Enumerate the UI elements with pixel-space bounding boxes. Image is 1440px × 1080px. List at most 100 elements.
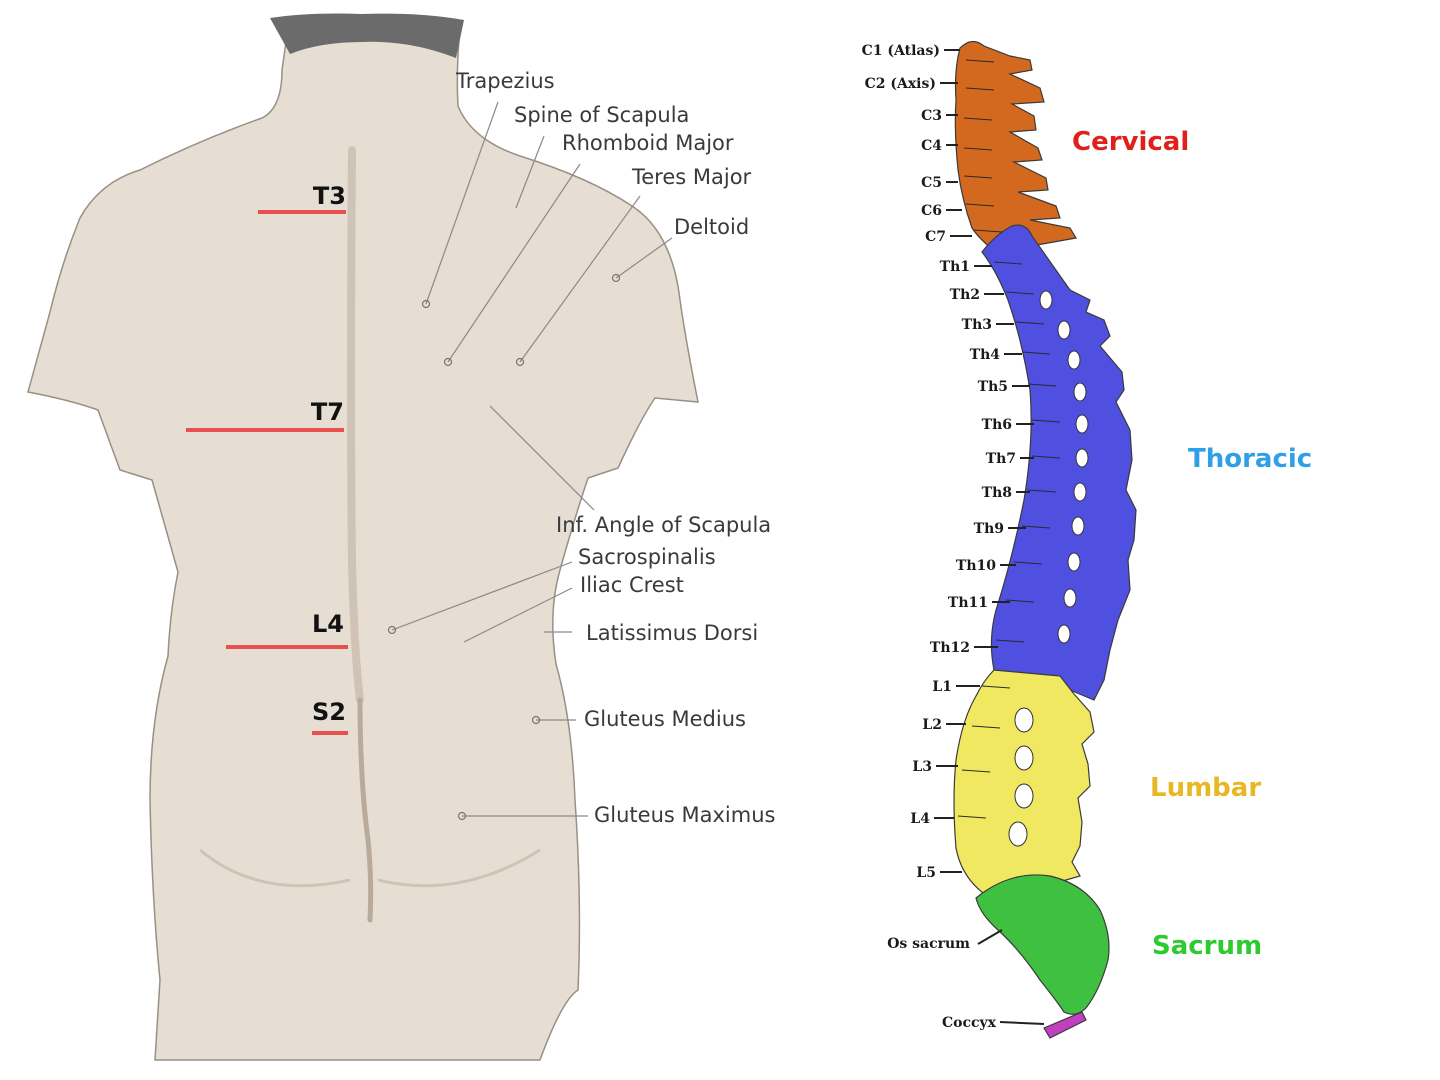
- vertebra-label-l5: L5: [916, 865, 936, 881]
- leader-dot-trapezius: [421, 299, 431, 309]
- vertebra-label-l3: L3: [912, 759, 932, 775]
- vertebra-label-c3: C3: [921, 108, 942, 124]
- label-rhomboid-major: Rhomboid Major: [562, 131, 734, 155]
- vertebral-joint-line: [973, 229, 1003, 233]
- foramen-hole: [1057, 320, 1071, 340]
- vertebra-label-th2: Th2: [950, 287, 980, 303]
- leader-dot-rhomboid-major: [443, 357, 453, 367]
- label-spine-of-scapula: Spine of Scapula: [514, 103, 689, 127]
- vertebra-label-th5: Th5: [978, 379, 1008, 395]
- vertebra-label-th3: Th3: [962, 317, 992, 333]
- foramen-hole: [1039, 290, 1053, 310]
- vertebral-joint-line: [1005, 599, 1035, 603]
- vertebral-joint-line: [963, 147, 993, 151]
- cervical-region: [954, 40, 1077, 253]
- leader-dot-gluteus-maximus: [457, 811, 467, 821]
- label-inf-angle-of-scapula: Inf. Angle of Scapula: [556, 513, 771, 537]
- leader-teres-major: [519, 195, 641, 363]
- vertebra-label-th7: Th7: [986, 451, 1016, 467]
- region-label-thoracic: Thoracic: [1188, 444, 1312, 474]
- vertebral-joint-line: [965, 59, 995, 63]
- leader-lines: [387, 101, 673, 821]
- region-label-cervical: Cervical: [1072, 127, 1189, 157]
- vertebra-label-th12: Th12: [930, 640, 970, 656]
- vertebral-joint-line: [1005, 291, 1035, 295]
- vertebra-label-l4: L4: [910, 811, 930, 827]
- vertebral-joint-line: [963, 175, 993, 179]
- vertebra-label-c5: C5: [921, 175, 942, 191]
- leader-deltoid: [615, 237, 673, 279]
- torso-silhouette: [27, 27, 699, 1061]
- vertebral-joint-line: [963, 117, 993, 121]
- vertebral-joint-line: [981, 685, 1011, 689]
- foramen-hole: [1063, 588, 1077, 608]
- vertebral-joint-line: [965, 87, 995, 91]
- vertebral-joint-line: [1027, 383, 1057, 387]
- buttock-right-shade: [377, 848, 541, 888]
- region-label-lumbar: Lumbar: [1150, 773, 1261, 803]
- leader-dot-teres-major: [515, 357, 525, 367]
- foramen-hole: [1075, 414, 1089, 434]
- foramen-hole: [1067, 350, 1081, 370]
- vertebral-joint-line: [1015, 321, 1045, 325]
- label-teres-major: Teres Major: [631, 165, 752, 189]
- vertebral-joint-line: [993, 261, 1023, 265]
- vertebral-joint-line: [1021, 351, 1051, 355]
- vertebra-label-l2: L2: [922, 717, 942, 733]
- vertebra-label-c6: C6: [921, 203, 942, 219]
- level-label-t3: T3: [313, 182, 346, 210]
- vertebra-label-th1: Th1: [940, 259, 970, 275]
- level-label-l4: L4: [312, 610, 344, 638]
- foramen-hole: [1014, 707, 1034, 733]
- vertebral-joint-line: [961, 769, 991, 773]
- label-sacrospinalis: Sacrospinalis: [578, 545, 716, 569]
- label-trapezius: Trapezius: [455, 69, 555, 93]
- vertebral-joint-line: [965, 203, 995, 207]
- foramen-hole: [1075, 448, 1089, 468]
- leader-trapezius: [425, 101, 499, 305]
- vertebra-ticks: [934, 49, 1045, 1025]
- foramen-hole: [1014, 745, 1034, 771]
- vertebra-label-c1: C1 (Atlas): [862, 43, 940, 59]
- vertebra-label-th9: Th9: [974, 521, 1004, 537]
- leader-rhomboid-major: [447, 163, 581, 363]
- vertebra-label-c4: C4: [921, 138, 942, 154]
- foramen-hole: [1057, 624, 1071, 644]
- vertebra-label-coccyx: Coccyx: [942, 1015, 997, 1031]
- foramen-hole: [1014, 783, 1034, 809]
- label-gluteus-maximus: Gluteus Maximus: [594, 803, 775, 827]
- foramen-hole: [1073, 482, 1087, 502]
- vertebral-joint-line: [1031, 455, 1061, 459]
- foramen-hole: [1008, 821, 1028, 847]
- foramen-hole: [1071, 516, 1085, 536]
- vertebra-label-th11: Th11: [948, 595, 988, 611]
- vertebral-holes: [957, 59, 1089, 847]
- vertebral-joint-line: [1021, 525, 1051, 529]
- region-label-sacrum: Sacrum: [1152, 931, 1262, 961]
- vertebra-label-th6: Th6: [982, 417, 1012, 433]
- spine-furrow: [347, 146, 364, 704]
- foramen-hole: [1073, 382, 1087, 402]
- vertebra-label-th8: Th8: [982, 485, 1012, 501]
- label-latissimus-dorsi: Latissimus Dorsi: [586, 621, 758, 645]
- foramen-hole: [1067, 552, 1081, 572]
- back-figure: T3 T7 L4 S2 Trapezius Spine of S: [27, 13, 775, 1061]
- vertebra-label-c2: C2 (Axis): [865, 76, 936, 92]
- tick-coccyx: [999, 1021, 1045, 1025]
- coccyx-region: [1043, 1011, 1087, 1039]
- spine-figure: C1 (Atlas) C2 (Axis) C3 C4 C5 C6 C7 Th1 …: [862, 40, 1312, 1039]
- vertebra-label-th10: Th10: [956, 558, 996, 574]
- hair-patch: [270, 13, 464, 58]
- buttock-left-shade: [199, 848, 351, 888]
- leader-inf-angle: [489, 405, 595, 511]
- vertebral-joint-line: [1031, 419, 1061, 423]
- vertebral-joint-line: [1013, 561, 1043, 565]
- vertebra-label-os-sacrum: Os sacrum: [887, 936, 970, 952]
- vertebra-label-l1: L1: [932, 679, 952, 695]
- level-label-t7: T7: [311, 398, 344, 426]
- label-deltoid: Deltoid: [674, 215, 749, 239]
- vertebral-joint-line: [957, 815, 987, 819]
- vertebra-labels: C1 (Atlas) C2 (Axis) C3 C4 C5 C6 C7 Th1 …: [862, 43, 1016, 1031]
- leader-iliac-crest: [463, 587, 573, 643]
